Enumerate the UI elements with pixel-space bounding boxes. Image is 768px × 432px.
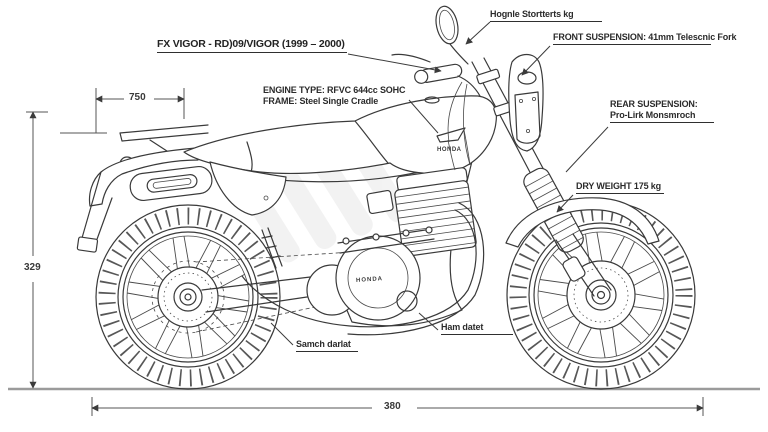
callout-dry-weight: DRY WEIGHT 175 kg [576, 181, 664, 194]
rear-suspension-line1: REAR SUSPENSION: [610, 99, 698, 109]
tank-logo-text: HONDA [437, 147, 462, 153]
front-wheel [506, 200, 696, 390]
exhaust-header [241, 202, 485, 336]
front-fender [505, 197, 660, 248]
dimension-label-380: 380 [381, 401, 404, 412]
diagram-title: FX VIGOR - RD)09/VIGOR (1999 – 2000) [157, 38, 347, 53]
rear-wheel [95, 204, 281, 390]
side-panel [209, 161, 287, 216]
frame-line: FRAME: Steel Single Cradle [263, 96, 379, 106]
dimension-750 [60, 88, 185, 134]
callout-ham: Ham datet [441, 322, 513, 335]
dimension-380 [91, 397, 704, 416]
engine: HONDA [306, 129, 477, 321]
callout-handle: Hognle Stortterts kg [490, 9, 602, 22]
headlight-mask [508, 53, 544, 152]
dimension-label-750: 750 [126, 92, 149, 103]
engine-logo-text: HONDA [356, 276, 383, 284]
rear-rack [119, 124, 209, 154]
engine-type-line: ENGINE TYPE: RFVC 644cc SOHC [263, 85, 406, 95]
callout-rear-suspension: REAR SUSPENSION: Pro-Lirk Monsmroch [610, 99, 714, 123]
rear-suspension-line2: Pro-Lirk Monsmroch [610, 110, 696, 120]
mirror [435, 5, 469, 65]
seat-and-tank: HONDA [183, 95, 497, 176]
dimension-329 [26, 111, 48, 389]
muffler [129, 165, 213, 202]
dimension-label-329: 329 [21, 262, 44, 273]
callout-engine-frame: ENGINE TYPE: RFVC 644cc SOHC FRAME: Stee… [263, 85, 405, 107]
callout-samch: Samch darlat [296, 339, 358, 352]
callout-front-suspension: FRONT SUSPENSION: 41mm Telescnic Fork [553, 32, 736, 45]
leader-lines [270, 21, 609, 346]
